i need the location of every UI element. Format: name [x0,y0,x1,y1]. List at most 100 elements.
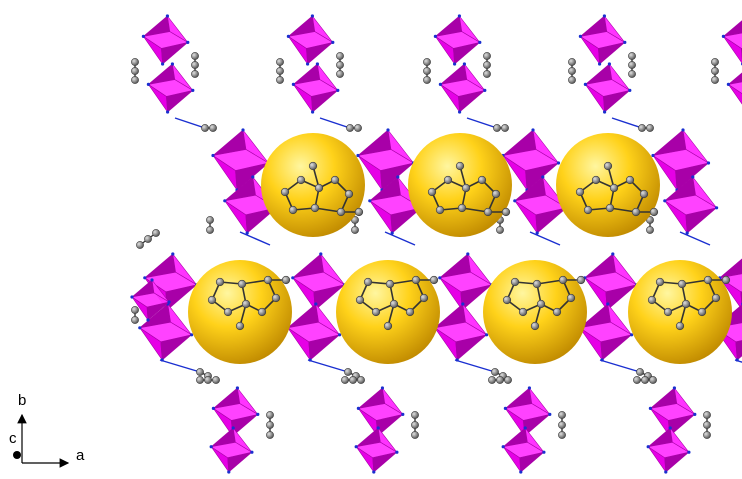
vertex-atom [211,406,215,410]
vertex-atom [245,231,249,235]
vertex-atom [256,412,260,416]
bond [159,359,201,373]
guest-molecule [355,275,439,331]
carbon-atom [641,376,649,384]
vertex-atom [331,40,335,45]
vertex-atom [319,252,323,256]
carbon-atom [351,226,359,234]
vertex-atom [519,470,523,474]
polyhedron [583,62,632,114]
carbon-atom [518,307,528,317]
polyhedron [501,128,561,192]
carbon-atom [677,279,687,289]
vertex-atom [356,406,360,410]
bond [241,279,269,285]
vertex-atom [663,199,667,203]
carbon-atom [152,229,160,237]
carbon-atom [496,376,504,384]
vertex-atom [291,276,295,280]
cavity-sphere [188,260,292,364]
cavity-sphere [628,260,732,364]
vertex-atom [458,110,462,114]
carbon-atom [411,275,421,285]
carbon-atom [675,321,685,331]
carbon-atom [566,293,576,303]
vertex-atom [602,14,607,18]
axis-indicator: b c a [9,392,85,468]
carbon-atom [209,124,217,132]
polyhedron [223,175,279,235]
polyhedron [433,14,482,66]
vertex-atom [542,450,546,454]
carbon-atom [568,58,576,66]
carbon-atom [655,277,665,287]
bond [174,117,206,129]
vertex-atom [685,231,689,235]
vertex-atom [535,231,539,235]
carbon-atom [354,124,362,132]
carbon-atom [419,293,429,303]
vertex-atom [186,40,190,45]
polyhedron [651,128,711,192]
carbon-atom [206,226,214,234]
guest-molecule [502,275,586,331]
carbon-atom [493,124,501,132]
vertex-atom [308,358,312,362]
vertex-atom [231,426,235,430]
vertex-atom [368,199,372,203]
vertex-atom [160,358,164,362]
carbon-atom [703,411,711,419]
carbon-atom [131,58,139,66]
bond [611,117,643,129]
vertex-atom [150,278,154,282]
carbon-atom [455,161,465,171]
polyhedron [138,302,194,362]
polyhedron [291,252,347,312]
polyhedron [354,426,399,474]
vertex-atom [453,62,457,66]
carbon-atom [241,299,251,309]
vertex-atom [395,450,399,454]
vertex-atom [457,14,461,18]
vertex-atom [311,110,315,114]
carbon-atom [483,61,491,69]
carbon-atom [330,175,340,185]
carbon-atom [344,368,352,376]
vertex-atom [721,34,726,39]
bond [384,231,416,246]
vertex-atom [167,300,171,304]
carbon-atom [721,275,731,285]
vertex-atom [646,445,650,449]
bond [609,207,637,213]
polyhedron [438,252,494,312]
vertex-atom [598,62,602,66]
carbon-atom [371,307,381,317]
cavity-sphere [483,260,587,364]
vertex-atom [211,153,215,158]
carbon-atom [568,67,576,75]
vertex-atom [250,450,254,454]
polyhedron [211,128,271,192]
vertex-atom [227,470,231,474]
vertex-atom [735,358,739,362]
carbon-atom [237,279,247,289]
vertex-atom [485,333,489,337]
carbon-atom [215,277,225,287]
bond [599,359,641,373]
carbon-atom [363,277,373,287]
guest-molecule [427,161,511,217]
carbon-atom [308,161,318,171]
carbon-atom [355,295,365,305]
carbon-atom [276,76,284,84]
vertex-atom [693,412,697,416]
carbon-atom [491,368,499,376]
carbon-atom [558,421,566,429]
carbon-atom [207,295,217,305]
vertex-atom [251,175,255,179]
carbon-atom [501,124,509,132]
carbon-atom [144,235,152,243]
bond [314,207,342,213]
bond [307,359,349,373]
carbon-atom [411,411,419,419]
